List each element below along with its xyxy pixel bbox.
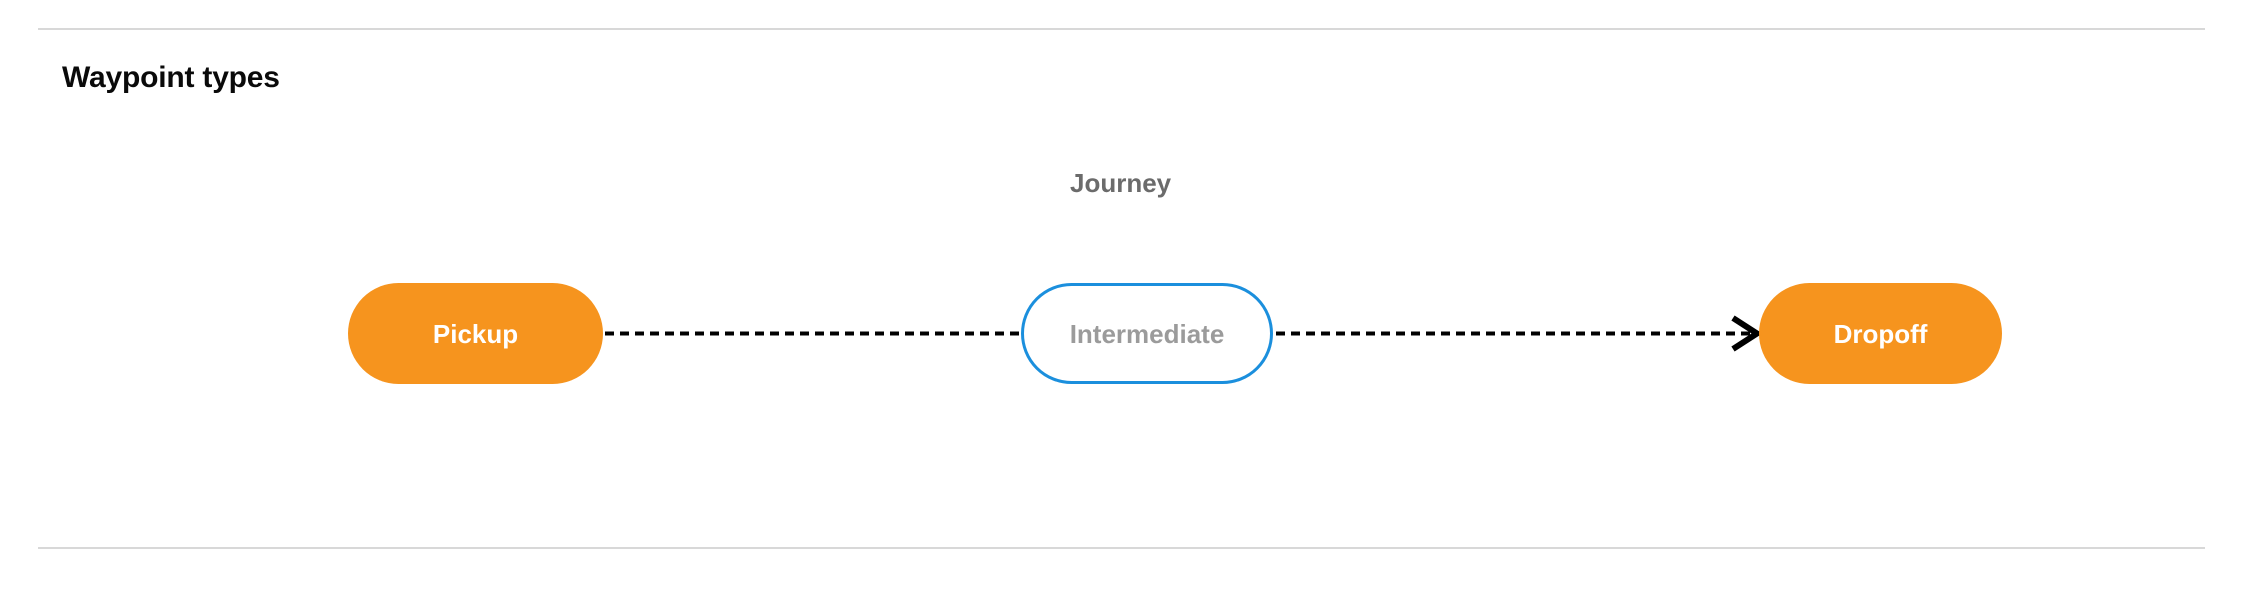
node-pickup[interactable]: Pickup: [348, 283, 603, 384]
edge-arrowhead-icon: [1731, 315, 1763, 352]
node-dropoff[interactable]: Dropoff: [1759, 283, 2002, 384]
node-intermediate-label: Intermediate: [1069, 318, 1225, 349]
top-divider: [38, 28, 2205, 30]
node-dropoff-label: Dropoff: [1833, 318, 1928, 349]
page-title: Waypoint types: [62, 61, 280, 94]
node-pickup-label: Pickup: [432, 318, 519, 349]
bottom-divider: [38, 547, 2205, 549]
node-intermediate[interactable]: Intermediate: [1021, 283, 1273, 384]
diagram-caption-journey: Journey: [1070, 168, 1172, 198]
